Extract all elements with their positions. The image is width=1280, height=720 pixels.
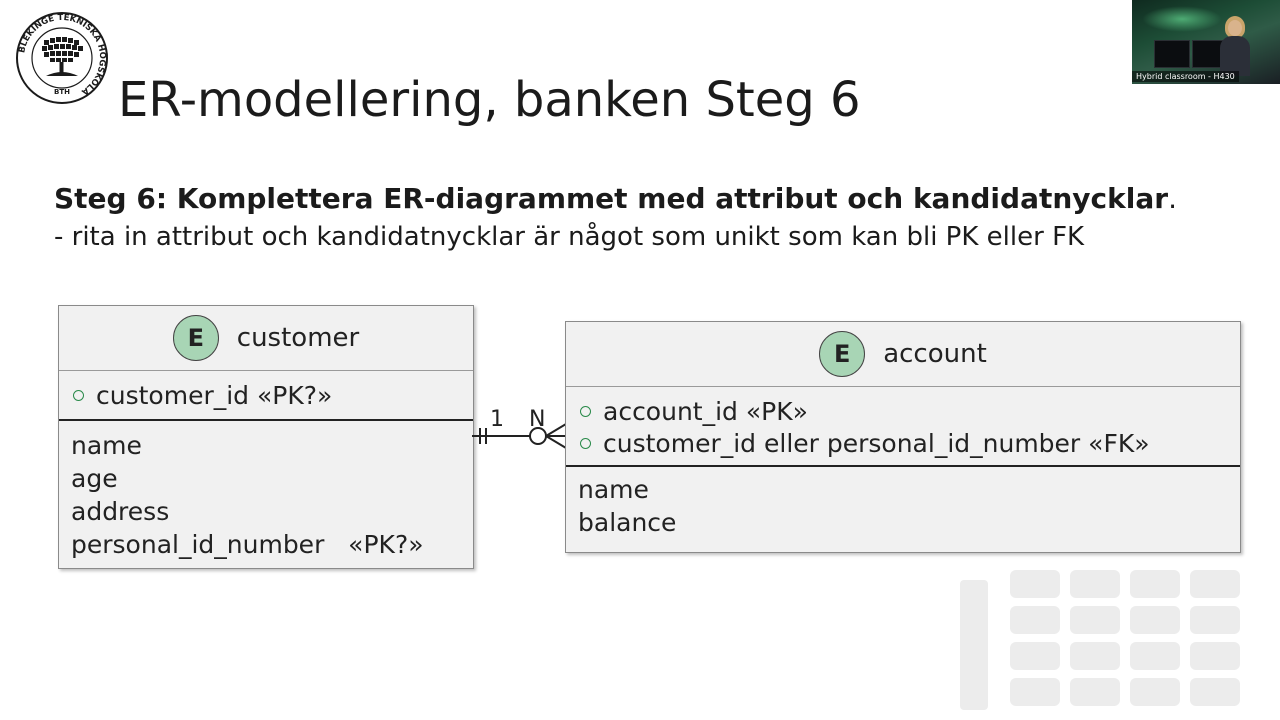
tree-icon	[42, 37, 83, 76]
entity-account: E account account_id «PK» customer_id el…	[565, 321, 1241, 553]
aurora-background	[1142, 6, 1222, 32]
crowfoot-icon	[545, 435, 567, 449]
bth-watermark	[960, 570, 1240, 710]
presenter-body	[1220, 36, 1250, 76]
step-end: .	[1168, 182, 1177, 215]
entity-name: customer	[236, 323, 360, 353]
step-subtext: - rita in attribut och kandidatnycklar ä…	[54, 222, 1085, 252]
entity-badge-icon: E	[172, 315, 219, 361]
key-marker-icon	[73, 389, 84, 401]
attribute: personal_id_number «PK?»	[71, 530, 424, 559]
step-text: Komplettera ER-diagrammet med attribut o…	[167, 182, 1169, 215]
monitor-left	[1154, 40, 1190, 68]
slide-title: ER-modellering, banken Steg 6	[118, 72, 861, 128]
webcam-caption: Hybrid classroom - H430	[1132, 71, 1239, 82]
key-row: customer_id eller personal_id_number «FK…	[566, 427, 1240, 459]
entity-header: E customer	[59, 306, 473, 371]
attribute: address	[71, 497, 170, 526]
entity-customer: E customer customer_id «PK?» name age ad…	[58, 305, 474, 569]
key-label: account_id «PK»	[603, 396, 808, 426]
step-heading: Steg 6: Komplettera ER-diagrammet med at…	[54, 182, 1177, 215]
left-cardinality: 1	[490, 407, 504, 432]
attribute: name	[578, 475, 649, 504]
right-cardinality: N	[529, 407, 545, 432]
crowfoot-icon	[545, 423, 567, 437]
entity-badge-icon: E	[819, 331, 866, 377]
entity-name: account	[883, 339, 987, 369]
attribute: balance	[578, 508, 677, 537]
attribute: name	[71, 431, 142, 460]
presenter-head	[1228, 20, 1242, 36]
webcam-thumbnail[interactable]: Hybrid classroom - H430	[1132, 0, 1280, 84]
logo-bottom-text: BTH	[54, 88, 70, 96]
entity-attributes: name balance	[566, 467, 1240, 539]
key-row: customer_id «PK?»	[59, 379, 332, 411]
relationship-connector: 1 N	[472, 407, 567, 449]
key-label: customer_id eller personal_id_number «FK…	[603, 428, 1150, 458]
entity-keys: customer_id «PK?»	[59, 371, 473, 421]
entity-attributes: name age address personal_id_number «PK?…	[59, 421, 473, 561]
key-marker-icon	[580, 437, 591, 449]
bth-logo: BLEKINGE TEKNISKA HÖGSKOLA BTH	[16, 12, 108, 104]
key-marker-icon	[580, 405, 591, 417]
entity-keys: account_id «PK» customer_id eller person…	[566, 387, 1240, 467]
step-label: Steg 6:	[54, 182, 168, 215]
key-label: customer_id «PK?»	[96, 380, 333, 410]
entity-header: E account	[566, 322, 1240, 387]
key-row: account_id «PK»	[566, 395, 1240, 427]
attribute: age	[71, 464, 118, 493]
